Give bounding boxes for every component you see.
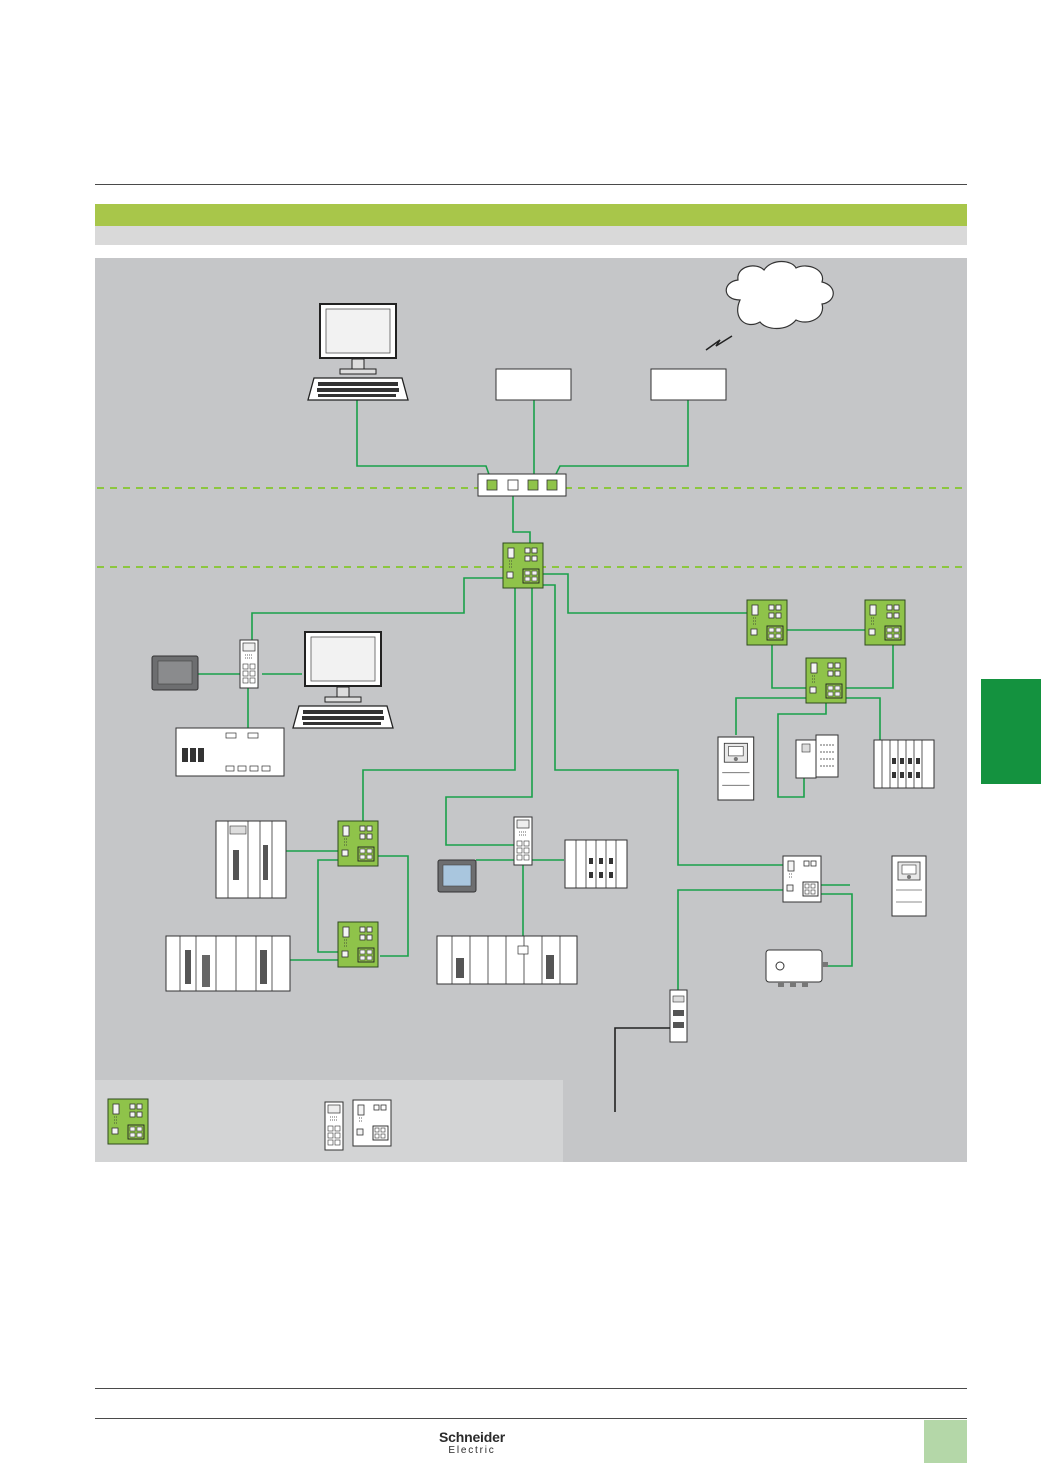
motor-starter-box-icon[interactable] <box>765 949 828 987</box>
desktop-computer-icon[interactable] <box>292 631 394 729</box>
footer-rule <box>95 1418 967 1419</box>
wireless-link-icon <box>705 335 733 351</box>
unmanaged-switch-icon <box>324 1101 344 1151</box>
variable-speed-drive-icon[interactable] <box>717 736 755 801</box>
unmanaged-switch-icon <box>352 1099 392 1147</box>
title-band <box>95 204 967 226</box>
hmi-panel-icon[interactable] <box>437 859 477 893</box>
managed-switch-icon[interactable] <box>337 820 379 867</box>
architecture-diagram-panel <box>95 258 967 1162</box>
schneider-electric-logo: Schneider Electric <box>430 1429 514 1457</box>
logo-wordmark: Schneider <box>439 1429 505 1445</box>
ethernet-cables <box>198 400 894 990</box>
plc-rack-icon[interactable] <box>165 935 291 992</box>
io-module-icon[interactable] <box>873 739 935 789</box>
footer-rule <box>95 1388 967 1389</box>
managed-switch-icon[interactable] <box>337 921 379 968</box>
unlabeled-box[interactable] <box>495 368 572 401</box>
page-number-box <box>924 1420 967 1463</box>
io-module-icon[interactable] <box>564 839 628 889</box>
managed-switch-icon[interactable] <box>805 657 847 704</box>
variable-speed-drive-icon[interactable] <box>891 855 927 917</box>
unmanaged-switch-icon[interactable] <box>239 639 259 689</box>
subtitle-band <box>95 226 967 245</box>
plc-rack-icon[interactable] <box>436 935 578 985</box>
section-tab[interactable] <box>981 679 1041 784</box>
managed-switch-icon[interactable] <box>864 599 906 646</box>
desktop-computer-icon[interactable] <box>307 303 409 401</box>
managed-switch-icon[interactable] <box>502 542 544 589</box>
managed-switch-icon[interactable] <box>746 599 788 646</box>
logo-subtitle: Electric <box>448 1445 496 1456</box>
din-rail-gateway-icon[interactable] <box>175 727 285 777</box>
cloud-icon <box>725 260 834 330</box>
din-rail-gateway-icon[interactable] <box>669 989 688 1043</box>
plc-rack-icon[interactable] <box>215 820 287 899</box>
unlabeled-box[interactable] <box>650 368 727 401</box>
unmanaged-switch-icon[interactable] <box>782 855 822 903</box>
motor-starter-box-icon[interactable] <box>795 734 839 779</box>
managed-switch-icon <box>107 1098 149 1145</box>
unmanaged-switch-icon[interactable] <box>513 816 533 866</box>
header-rule <box>95 184 967 185</box>
hmi-panel-icon[interactable] <box>151 655 199 691</box>
fieldbus-cable <box>614 1027 670 1112</box>
office-ethernet-switch-icon[interactable] <box>477 473 567 497</box>
